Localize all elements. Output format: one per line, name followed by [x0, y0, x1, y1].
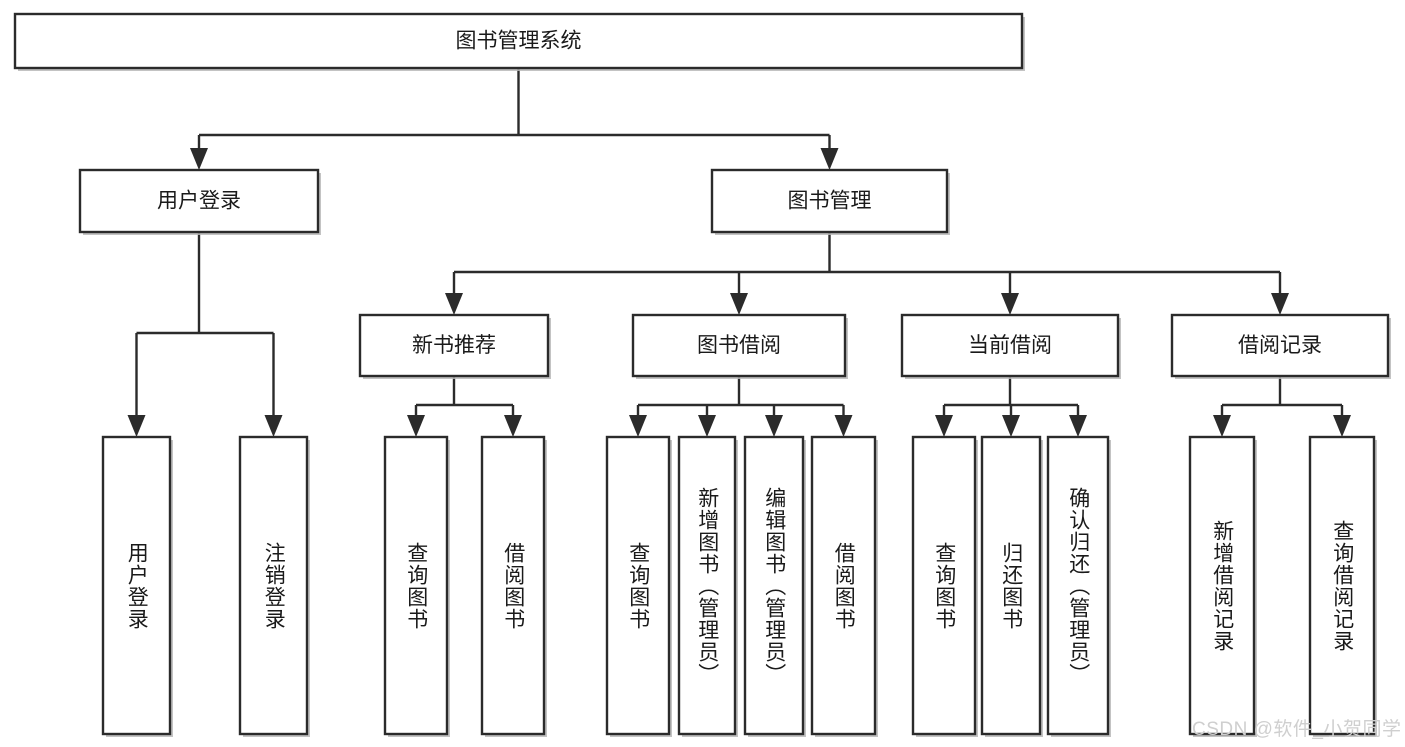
- arrow-head: [407, 415, 425, 437]
- arrow-head: [264, 415, 283, 437]
- node-outline: [605, 435, 671, 736]
- node-box-current-return-book[interactable]: [980, 435, 1043, 737]
- node-outline: [911, 435, 977, 736]
- arrow-head: [504, 415, 522, 437]
- arrow-head: [834, 415, 853, 437]
- node-box-recommend-borrow-book[interactable]: [480, 435, 547, 737]
- node-outline: [631, 313, 847, 378]
- node-outline: [1046, 435, 1110, 736]
- node-box-current-query-book[interactable]: [911, 435, 978, 737]
- arrow-head: [190, 148, 208, 170]
- node-box-user-login[interactable]: [78, 168, 321, 235]
- node-outline: [1308, 435, 1376, 736]
- node-box-record-add[interactable]: [1188, 435, 1257, 737]
- node-box-book-borrow[interactable]: [631, 313, 848, 379]
- node-box-book-manage[interactable]: [710, 168, 950, 235]
- node-box-borrow-borrow-book[interactable]: [810, 435, 878, 737]
- node-outline: [358, 313, 550, 378]
- node-label-root: 图书管理系统: [456, 30, 582, 53]
- node-outline: [1188, 435, 1256, 736]
- node-box-borrow-add-book[interactable]: [677, 435, 738, 737]
- node-box-recommend-query-book[interactable]: [383, 435, 450, 737]
- node-outline: [238, 435, 309, 736]
- arrow-head: [820, 148, 839, 170]
- node-label-borrow-record: 借阅记录: [1238, 334, 1322, 357]
- node-outline: [743, 435, 805, 736]
- arrow-head: [1069, 415, 1087, 437]
- arrow-head: [935, 415, 953, 437]
- node-label-new-book-recommend: 新书推荐: [412, 334, 496, 357]
- node-outline: [810, 435, 877, 736]
- node-outline: [480, 435, 546, 736]
- node-box-user-login-leaf[interactable]: [101, 435, 173, 737]
- node-outline: [78, 168, 320, 234]
- node-outline: [101, 435, 172, 736]
- connector-layer: [127, 68, 1351, 437]
- arrow-head: [629, 415, 647, 437]
- node-outline: [13, 12, 1024, 70]
- node-label-book-manage: 图书管理: [788, 190, 872, 213]
- arrow-head: [1271, 293, 1289, 315]
- node-outline: [677, 435, 737, 736]
- arrow-head: [1213, 415, 1231, 437]
- node-box-borrow-query-book[interactable]: [605, 435, 672, 737]
- arrow-head: [445, 293, 463, 315]
- arrow-head: [698, 415, 716, 437]
- arrow-head: [765, 415, 783, 437]
- node-box-user-logout-leaf[interactable]: [238, 435, 310, 737]
- arrow-head: [1333, 415, 1351, 437]
- node-outline: [710, 168, 949, 234]
- node-label-user-login: 用户登录: [157, 190, 241, 213]
- node-outline: [900, 313, 1120, 378]
- node-box-current-borrow[interactable]: [900, 313, 1121, 379]
- node-box-new-book-recommend[interactable]: [358, 313, 551, 379]
- node-outline: [383, 435, 449, 736]
- arrow-head: [1001, 293, 1019, 315]
- node-label-current-borrow: 当前借阅: [968, 334, 1052, 357]
- csdn-watermark: CSDN @软件_小贺同学: [1192, 719, 1402, 740]
- arrow-head: [730, 293, 748, 315]
- node-box-record-query[interactable]: [1308, 435, 1377, 737]
- node-box-borrow-record[interactable]: [1170, 313, 1391, 379]
- arrow-head: [127, 415, 146, 437]
- box-layer: [13, 12, 1391, 737]
- node-box-borrow-edit-book[interactable]: [743, 435, 806, 737]
- node-box-current-confirm-return[interactable]: [1046, 435, 1111, 737]
- node-outline: [1170, 313, 1390, 378]
- node-box-root[interactable]: [13, 12, 1025, 71]
- node-label-book-borrow: 图书借阅: [697, 334, 781, 357]
- arrow-head: [1002, 415, 1020, 437]
- node-outline: [980, 435, 1042, 736]
